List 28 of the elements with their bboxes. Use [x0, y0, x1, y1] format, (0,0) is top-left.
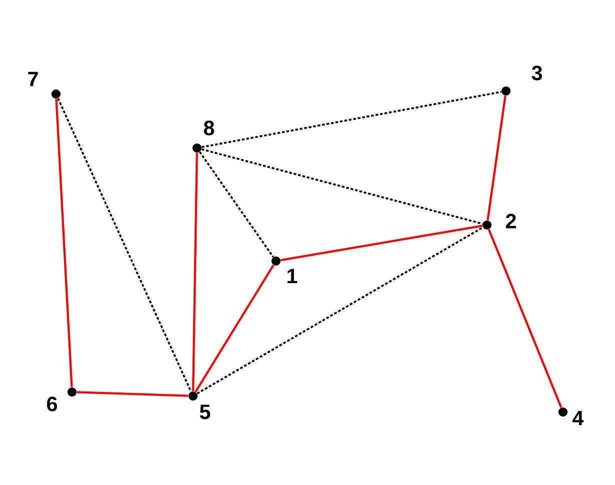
vertex-dot	[51, 89, 61, 99]
vertex-dot	[271, 256, 281, 266]
edge-line	[488, 229, 562, 408]
edge-line	[57, 98, 192, 392]
edge-line	[202, 90, 502, 148]
edge-line	[192, 152, 198, 392]
vertex-label: 3	[532, 66, 542, 80]
edge-line	[280, 224, 482, 262]
edge-line	[198, 151, 274, 258]
vertex-dot	[558, 407, 568, 417]
vertex-label: 5	[200, 404, 210, 420]
edge-line	[76, 391, 188, 397]
edge-line	[55, 98, 73, 388]
vertex-label: 1	[288, 268, 298, 284]
vertex-label: 8	[204, 120, 214, 136]
vertex-label: 7	[28, 72, 38, 86]
vertex-label: 6	[47, 396, 57, 412]
edge-line	[196, 226, 484, 394]
edge-line	[194, 264, 274, 392]
vertex-dot	[192, 143, 202, 153]
vertex-label: 2	[506, 214, 516, 228]
vertex-dot	[188, 391, 198, 401]
vertex-label: 4	[572, 410, 584, 426]
edge-line	[201, 148, 483, 225]
vertex-dot	[501, 86, 511, 96]
edge-line	[486, 96, 506, 220]
vertex-dot	[482, 220, 492, 230]
vertex-dot	[67, 387, 77, 397]
